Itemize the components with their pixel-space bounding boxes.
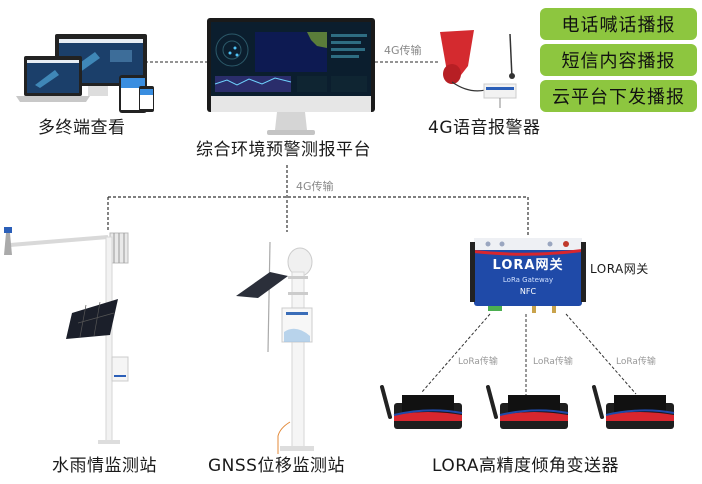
link-label-mid-4g: 4G传输 [296,180,334,193]
gateway-device-subtext: LoRa Gateway [502,276,554,284]
water-rain-station [0,225,140,450]
gnss-station-illustration [236,241,314,454]
link-label-top-4g: 4G传输 [384,44,422,57]
gateway-illustration [470,238,586,313]
alarm-label: 4G语音报警器 [428,118,541,138]
water-station-illustration [4,227,129,444]
lora-sensor-3 [588,385,678,435]
gateway-device-text: LORA网关 [492,258,564,273]
gnss-station-label: GNSS位移监测站 [208,456,345,476]
alarm-illustration [440,30,517,108]
monitor-illustration [207,18,375,135]
broadcast-mode-phone: 电话喊话播报 [540,8,697,40]
voice-alarm-device [432,26,532,116]
link-lora-1 [421,313,491,393]
sensor-illustration [486,385,569,429]
platform-label: 综合环境预警测报平台 [196,140,371,160]
lora-sensor-label: LORA高精度倾角变送器 [432,456,619,476]
sensor-illustration [380,385,463,429]
lora-sensor-1 [376,385,466,435]
multi-terminal-devices [10,30,160,116]
sensor-illustration [592,385,675,429]
gnss-station [230,232,320,454]
broadcast-mode-sms: 短信内容播报 [540,44,697,76]
lora-sensor-2 [482,385,572,435]
link-label-lora-3: LoRa传输 [616,357,656,367]
link-label-lora-2: LoRa传输 [533,357,573,367]
multi-terminal-label: 多终端查看 [38,118,126,138]
devices-illustration [16,34,154,113]
platform-monitor [207,18,375,140]
lora-gateway-device: LORA网关 LoRa Gateway NFC [470,238,586,314]
water-station-label: 水雨情监测站 [52,456,157,476]
broadcast-mode-cloud: 云平台下发播报 [540,80,697,112]
link-lora-3 [565,313,637,395]
gateway-label: LORA网关 [590,262,649,276]
link-label-lora-1: LoRa传输 [458,357,498,367]
gateway-nfc-text: NFC [519,287,537,296]
